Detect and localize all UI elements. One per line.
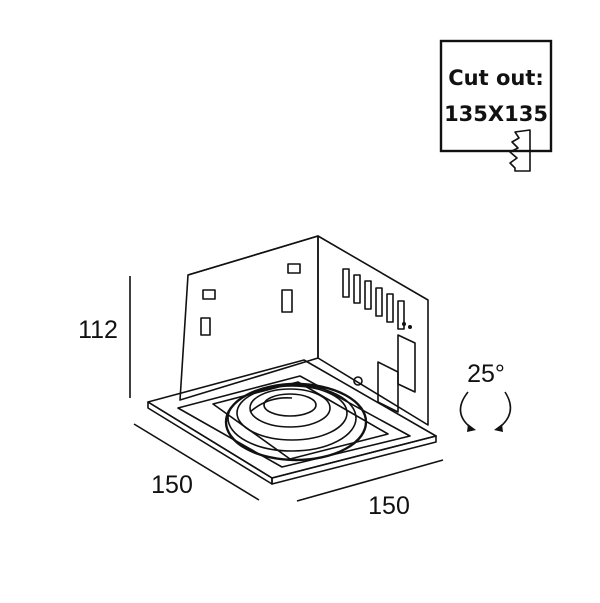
depth-dimension-line <box>133 423 260 501</box>
housing-vents <box>342 268 405 330</box>
tilt-angle-label: 25° <box>467 360 505 388</box>
luminaire-drawing <box>147 235 437 485</box>
height-dimension-label: 112 <box>78 316 118 344</box>
cutout-box: Cut out: 135X135 <box>439 39 553 172</box>
width-dimension-line <box>296 459 444 502</box>
saw-blade-icon <box>509 129 531 172</box>
width-dimension-label: 150 <box>368 492 410 520</box>
cutout-label-line1: Cut out: <box>448 66 544 90</box>
depth-dimension-label: 150 <box>151 471 193 499</box>
curved-double-arrow-icon <box>459 391 512 432</box>
cutout-label-line2: 135X135 <box>444 102 548 126</box>
